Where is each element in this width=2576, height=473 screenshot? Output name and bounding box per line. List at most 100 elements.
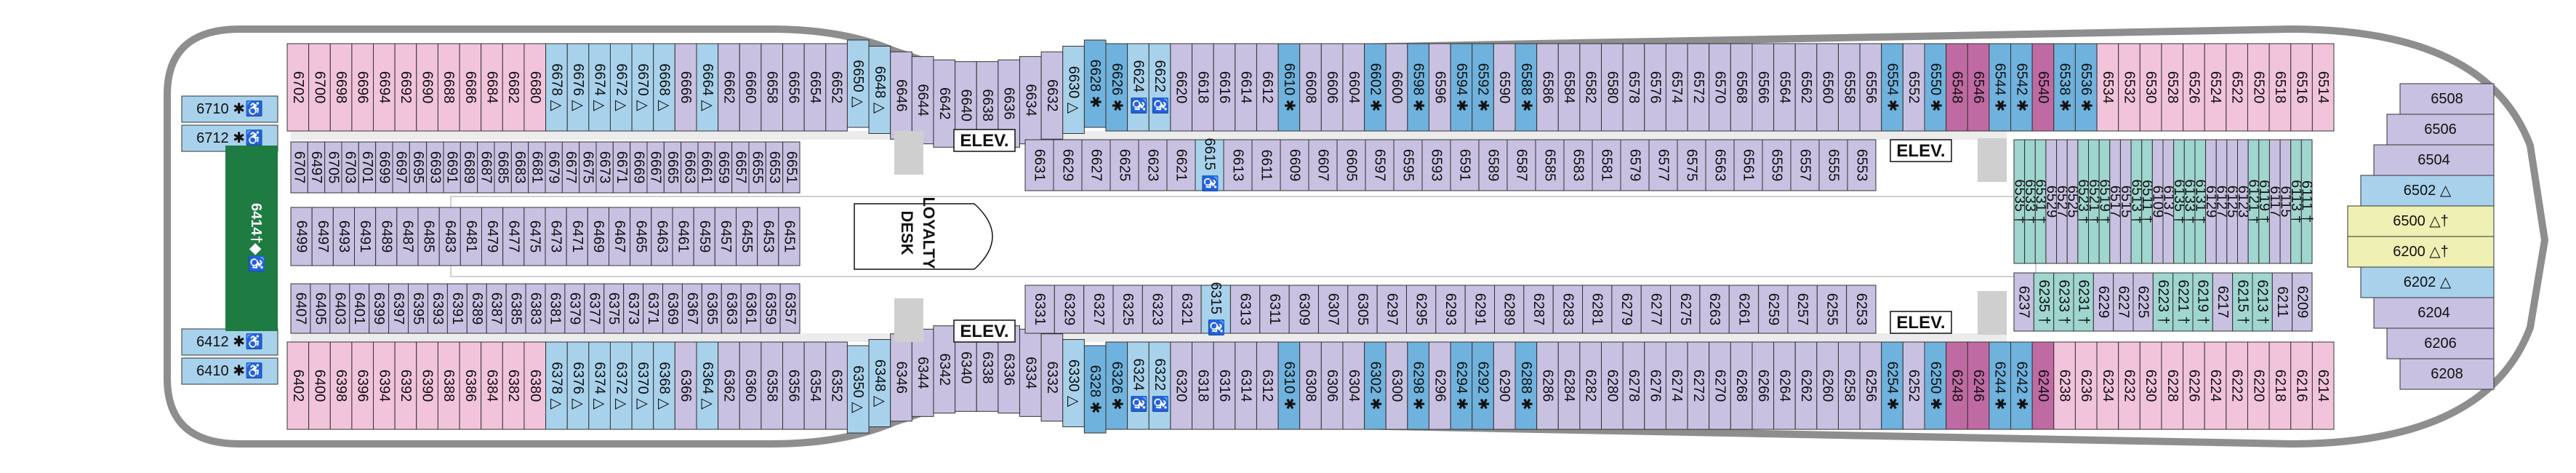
- cabin-6670-box[interactable]: [631, 43, 654, 132]
- cabin-6630-box[interactable]: [1062, 45, 1085, 134]
- cabin-6664-box[interactable]: [696, 43, 719, 132]
- cabin-6372-box[interactable]: [609, 341, 633, 430]
- cabin-6324-box[interactable]: [1127, 341, 1149, 430]
- cabin-6325-box[interactable]: [1112, 285, 1143, 334]
- cabin-6646-box[interactable]: [890, 51, 912, 140]
- cabin-6555-box[interactable]: [1818, 139, 1848, 191]
- cabin-6356-box[interactable]: [782, 341, 805, 430]
- cabin-6644-box[interactable]: [911, 56, 934, 145]
- cabin-6676-box[interactable]: [566, 43, 590, 132]
- cabin-6516-box[interactable]: [2290, 43, 2313, 132]
- cabin-6382-box[interactable]: [502, 341, 525, 430]
- cabin-6202-box[interactable]: [2360, 266, 2495, 298]
- cabin-6562-box[interactable]: [1794, 43, 1818, 132]
- cabin-6234-box[interactable]: [2096, 341, 2119, 430]
- cabin-6451-box[interactable]: [778, 207, 801, 266]
- cabin-6358-box[interactable]: [761, 341, 784, 430]
- cabin-6467-box[interactable]: [609, 207, 631, 266]
- cabin-6570-box[interactable]: [1709, 43, 1731, 132]
- cabin-6459-box[interactable]: [693, 207, 715, 266]
- cabin-6293-box[interactable]: [1435, 285, 1466, 334]
- cabin-6331-box[interactable]: [1024, 285, 1055, 334]
- cabin-6626-box[interactable]: [1105, 43, 1128, 132]
- cabin-6481-box[interactable]: [460, 207, 482, 266]
- cabin-6612-box[interactable]: [1256, 43, 1279, 132]
- cabin-6295-box[interactable]: [1405, 285, 1437, 334]
- cabin-6666-box[interactable]: [674, 43, 697, 132]
- cabin-6376-box[interactable]: [566, 341, 590, 430]
- cabin-6621-box[interactable]: [1166, 139, 1196, 191]
- cabin-6204-box[interactable]: [2373, 297, 2495, 329]
- cabin-6568-box[interactable]: [1730, 43, 1753, 132]
- cabin-6652-box[interactable]: [825, 43, 848, 132]
- cabin-6378-box[interactable]: [545, 341, 568, 430]
- cabin-6648-box[interactable]: [868, 45, 891, 134]
- cabin-6588-box[interactable]: [1514, 43, 1538, 132]
- cabin-6328-box[interactable]: [1083, 345, 1107, 434]
- cabin-6395-box[interactable]: [408, 283, 428, 334]
- cabin-6624-box[interactable]: [1127, 43, 1149, 132]
- cabin-6236-box[interactable]: [2074, 341, 2098, 430]
- cabin-6250-box[interactable]: [1924, 341, 1947, 430]
- cabin-6518-box[interactable]: [2268, 43, 2292, 132]
- cabin-6321-box[interactable]: [1171, 285, 1202, 334]
- cabin-6394-box[interactable]: [373, 341, 396, 430]
- cabin-6229-box[interactable]: [2093, 272, 2114, 332]
- cabin-6593-box[interactable]: [1421, 139, 1451, 191]
- cabin-6609-box[interactable]: [1280, 139, 1309, 191]
- cabin-6297-box[interactable]: [1376, 285, 1407, 334]
- cabin-6590-box[interactable]: [1493, 43, 1516, 132]
- cabin-6235-box[interactable]: [2033, 272, 2055, 332]
- cabin-6213-box[interactable]: [2252, 272, 2273, 332]
- cabin-6678-box[interactable]: [545, 43, 568, 132]
- cabin-6694-box[interactable]: [373, 43, 396, 132]
- cabin-6304-box[interactable]: [1342, 341, 1365, 430]
- cabin-6263-box[interactable]: [1699, 285, 1730, 334]
- cabin-6608-box[interactable]: [1299, 43, 1322, 132]
- cabin-6252-box[interactable]: [1902, 341, 1925, 430]
- cabin-6564-box[interactable]: [1773, 43, 1796, 132]
- cabin-6483-box[interactable]: [438, 207, 461, 266]
- cabin-6471-box[interactable]: [566, 207, 588, 266]
- cabin-6287-box[interactable]: [1523, 285, 1554, 334]
- cabin-6288-box[interactable]: [1514, 341, 1538, 430]
- cabin-6242-box[interactable]: [2010, 341, 2033, 430]
- cabin-6623-box[interactable]: [1138, 139, 1168, 191]
- cabin-6329-box[interactable]: [1054, 285, 1085, 334]
- cabin-6405-box[interactable]: [310, 283, 331, 334]
- cabin-6591-box[interactable]: [1450, 139, 1480, 191]
- cabin-6522-box[interactable]: [2226, 43, 2248, 132]
- cabin-6264-box[interactable]: [1773, 341, 1796, 430]
- cabin-6391-box[interactable]: [446, 283, 468, 334]
- cabin-6526-box[interactable]: [2183, 43, 2205, 132]
- cabin-6266-box[interactable]: [1752, 341, 1775, 430]
- cabin-6605-box[interactable]: [1336, 139, 1366, 191]
- cabin-6217-box[interactable]: [2212, 272, 2234, 332]
- cabin-6380-box[interactable]: [523, 341, 547, 430]
- cabin-6402-box[interactable]: [286, 341, 310, 430]
- cabin-6228-box[interactable]: [2161, 341, 2184, 430]
- cabin-6255-box[interactable]: [1816, 285, 1847, 334]
- cabin-6248-box[interactable]: [1946, 341, 1968, 430]
- cabin-6222-box[interactable]: [2226, 341, 2248, 430]
- cabin-6231-box[interactable]: [2073, 272, 2094, 332]
- cabin-6111-box[interactable]: [2300, 139, 2313, 264]
- cabin-6308-box[interactable]: [1299, 341, 1322, 430]
- cabin-6277-box[interactable]: [1640, 285, 1672, 334]
- cabin-6553-box[interactable]: [1847, 139, 1877, 191]
- cabin-6211-box[interactable]: [2271, 272, 2293, 332]
- cabin-6550-box[interactable]: [1924, 43, 1947, 132]
- cabin-6696-box[interactable]: [351, 43, 374, 132]
- cabin-6368-box[interactable]: [653, 341, 675, 430]
- cabin-6616-box[interactable]: [1213, 43, 1236, 132]
- cabin-6493-box[interactable]: [332, 207, 356, 266]
- cabin-6473-box[interactable]: [545, 207, 567, 266]
- cabin-6668-box[interactable]: [653, 43, 675, 132]
- cabin-6206-box[interactable]: [2386, 327, 2495, 359]
- cabin-6606-box[interactable]: [1320, 43, 1344, 132]
- cabin-6209-box[interactable]: [2292, 272, 2313, 332]
- cabin-6622-box[interactable]: [1148, 43, 1171, 132]
- cabin-6270-box[interactable]: [1709, 341, 1731, 430]
- cabin-6690-box[interactable]: [416, 43, 438, 132]
- cabin-6463-box[interactable]: [651, 207, 673, 266]
